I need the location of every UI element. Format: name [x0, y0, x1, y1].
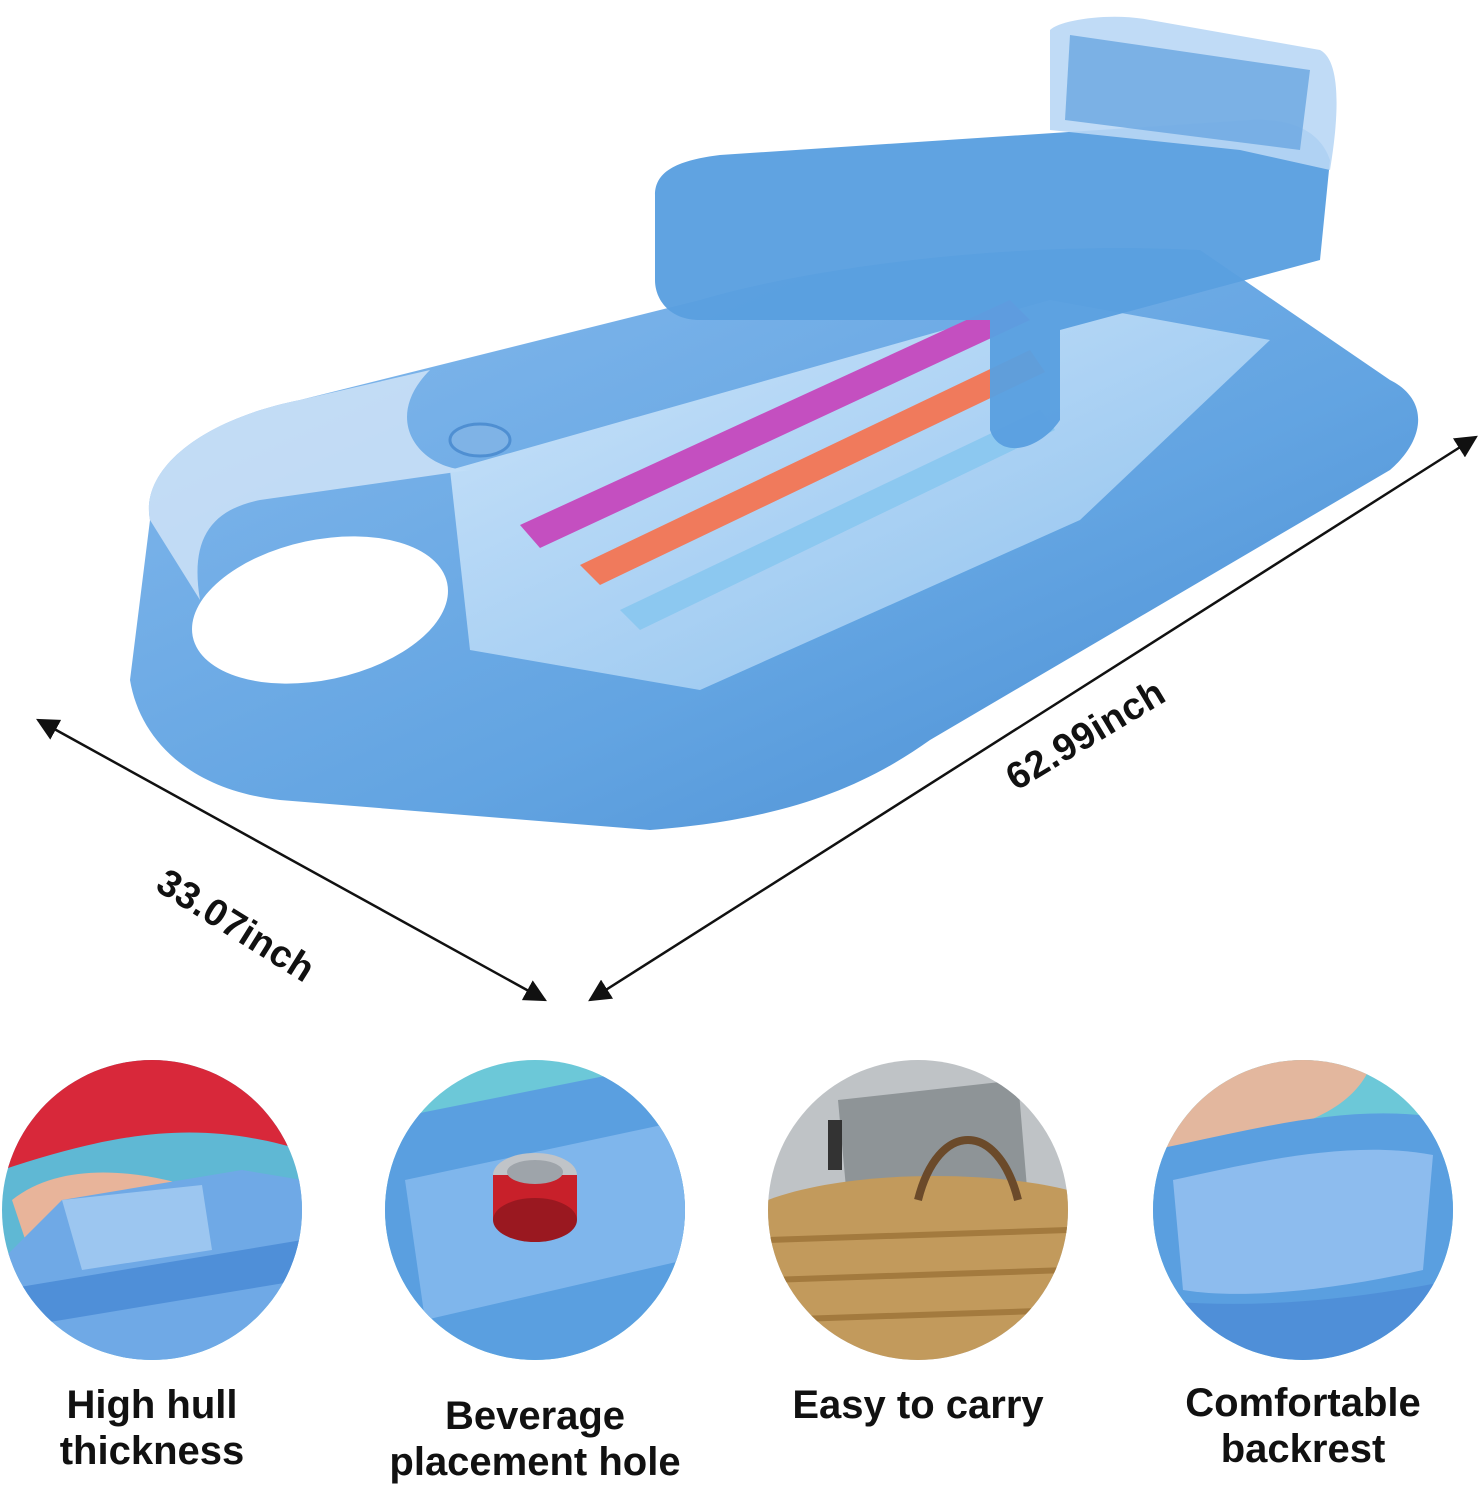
feature-caption-line1: Beverage [444, 1394, 626, 1438]
cup-holder-image [385, 1060, 685, 1360]
float-backrest [655, 16, 1337, 449]
feature-caption-line2: placement hole [389, 1440, 681, 1484]
backrest-closeup-image [1153, 1060, 1453, 1360]
feature-beverage-hole: Beverage placement hole [385, 1060, 685, 1484]
pool-float-illustration [36, 16, 1478, 1002]
feature-caption-line1: Comfortable [1185, 1381, 1421, 1425]
length-dimension-arrow [588, 435, 1478, 1002]
width-dimension-arrow [36, 718, 547, 1002]
feature-comfortable-backrest: Comfortable backrest [1153, 1060, 1453, 1471]
armrest-closeup-image [2, 1060, 302, 1360]
feature-caption-line2: backrest [1220, 1427, 1386, 1471]
feature-caption-line2: thickness [59, 1429, 245, 1473]
feature-easy-carry: Easy to carry [768, 1060, 1068, 1427]
feature-caption-line1: High hull [66, 1383, 238, 1427]
float-body [130, 248, 1419, 831]
feature-high-hull: High hull thickness [2, 1060, 302, 1473]
straw-bag-image [768, 1060, 1068, 1360]
feature-caption-line1: Easy to carry [792, 1383, 1044, 1427]
